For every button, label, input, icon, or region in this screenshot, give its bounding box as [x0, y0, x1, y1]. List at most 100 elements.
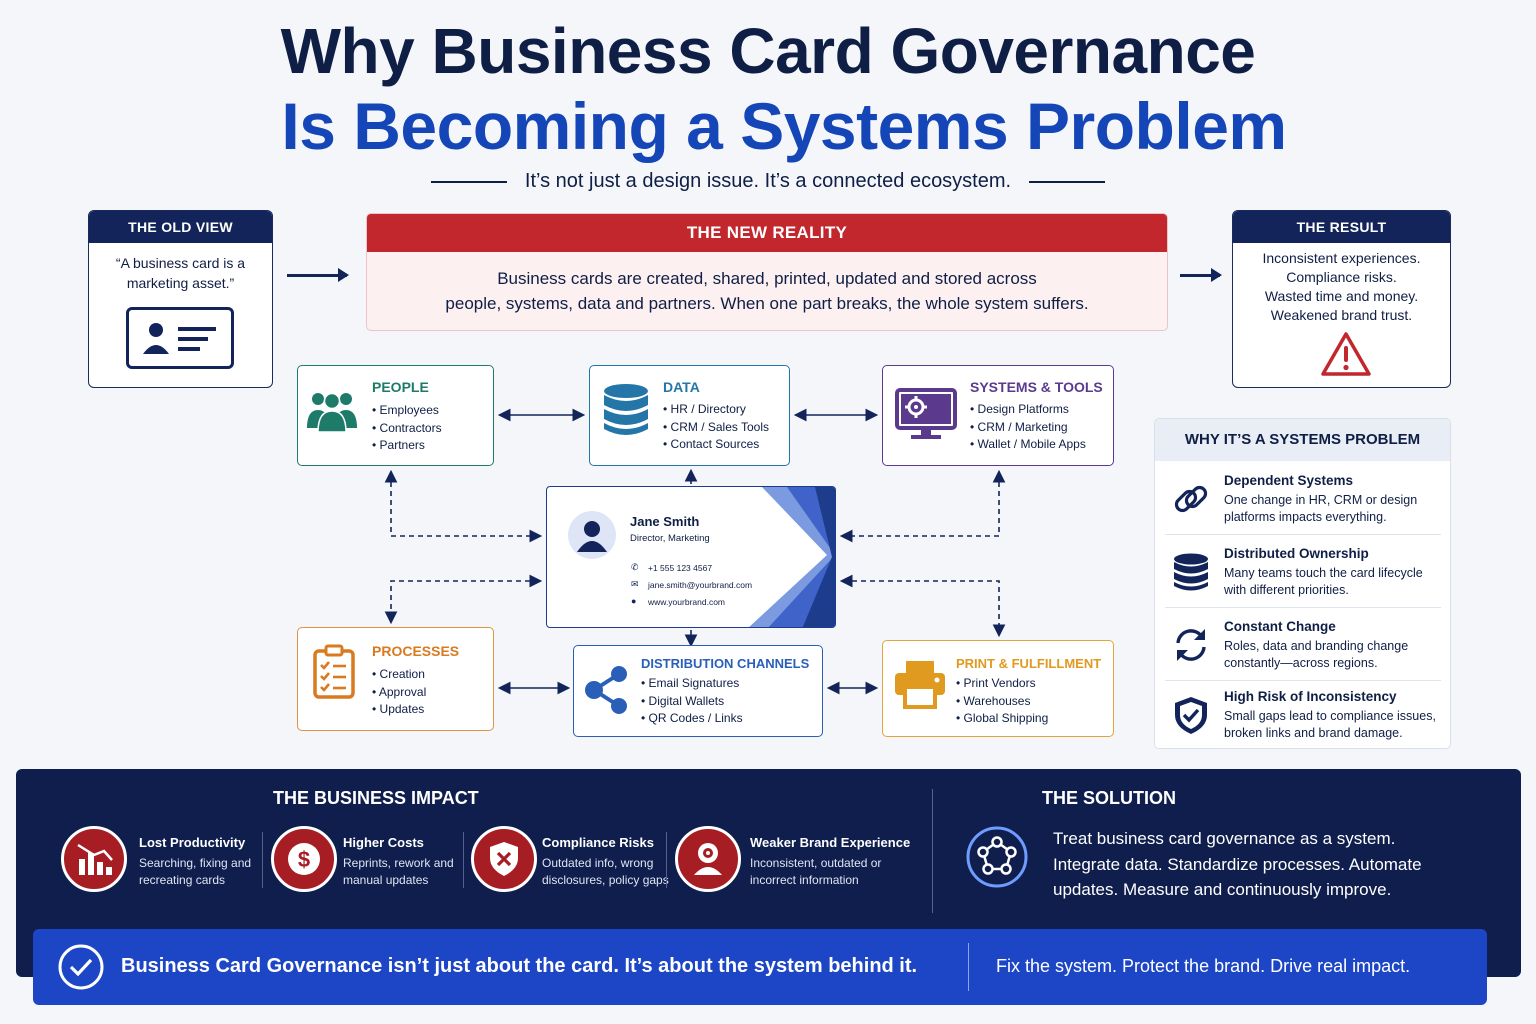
phone-icon: ✆ — [631, 562, 639, 572]
business-card: Jane Smith Director, Marketing ✆ +1 555 … — [546, 486, 836, 628]
list-item: Contact Sources — [663, 436, 769, 454]
list-item: HR / Directory — [663, 401, 769, 419]
why-item-desc-line: broken links and brand damage. — [1224, 726, 1403, 740]
impact-heading: THE BUSINESS IMPACT — [273, 788, 479, 808]
data-list: HR / Directory CRM / Sales Tools Contact… — [663, 401, 769, 454]
person-target-icon — [675, 826, 741, 892]
warning-icon — [1321, 332, 1371, 376]
list-item: Updates — [372, 701, 426, 719]
new-reality-line1: Business cards are created, shared, prin… — [497, 269, 1037, 288]
why-item-desc: Small gaps lead to compliance issues, br… — [1224, 708, 1449, 742]
why-systems-problem-panel: WHY IT’S A SYSTEMS PROBLEM Dependent Sys… — [1154, 418, 1451, 749]
panel-divider — [932, 789, 933, 913]
page-title-line2: Is Becoming a Systems Problem — [281, 89, 1287, 163]
arrow-new-to-result — [1180, 268, 1222, 282]
declining-chart-icon — [61, 826, 127, 892]
people-list: Employees Contractors Partners — [372, 402, 442, 455]
subtitle-rule-right — [1029, 180, 1106, 183]
new-reality-line2: people, systems, data and partners. When… — [445, 294, 1089, 313]
id-card-icon — [126, 307, 234, 369]
result-line: Weakened brand trust. — [1270, 307, 1413, 323]
impact-desc-line: manual updates — [343, 873, 429, 887]
impact-desc: Reprints, rework and manual updates — [343, 855, 454, 889]
database-icon — [604, 384, 648, 435]
new-reality-heading: THE NEW REALITY — [367, 214, 1167, 252]
impact-desc-line: recreating cards — [139, 873, 226, 887]
impact-title: Compliance Risks — [542, 835, 654, 850]
impact-desc: Outdated info, wrong disclosures, policy… — [542, 855, 669, 889]
page-title-line1: Why Business Card Governance — [280, 15, 1256, 87]
why-item-desc: One change in HR, CRM or design platform… — [1224, 492, 1449, 526]
list-item: Creation — [372, 666, 426, 684]
distribution-title: DISTRIBUTION CHANNELS — [641, 656, 810, 671]
why-item-title: Dependent Systems — [1224, 473, 1354, 488]
database-icon — [1174, 553, 1208, 591]
dollar-icon: $ — [271, 826, 337, 892]
banner-side-text: Fix the system. Protect the brand. Drive… — [996, 956, 1411, 976]
card-accent-shape — [749, 487, 835, 627]
systems-title: SYSTEMS & TOOLS — [970, 379, 1103, 395]
old-view-heading: THE OLD VIEW — [89, 211, 272, 243]
svg-text:$: $ — [298, 847, 310, 872]
impact-title: Lost Productivity — [139, 835, 246, 850]
list-item: CRM / Sales Tools — [663, 419, 769, 437]
solution-heading: THE SOLUTION — [1042, 788, 1176, 808]
impact-desc-line: Inconsistent, outdated or — [750, 856, 882, 870]
why-item-desc-line: Small gaps lead to compliance issues, — [1224, 709, 1436, 723]
why-item-constant-change: Constant Change Roles, data and branding… — [1155, 619, 1450, 692]
email-icon: ✉ — [631, 579, 639, 589]
monitor-gear-icon — [895, 388, 957, 439]
clipboard-checklist-icon — [313, 644, 355, 699]
data-title: DATA — [663, 379, 700, 395]
why-item-desc: Many teams touch the card lifecycle with… — [1224, 565, 1449, 599]
card-role: Director, Marketing — [630, 533, 710, 544]
result-line: Compliance risks. — [1286, 269, 1397, 285]
node-print-fulfillment: PRINT & FULFILLMENT Print Vendors Wareho… — [882, 640, 1114, 737]
impact-title: Weaker Brand Experience — [750, 835, 911, 850]
solution-line: updates. Measure and continuously improv… — [1053, 880, 1392, 899]
impact-desc-line: Searching, fixing and — [139, 856, 252, 870]
solution-line: Integrate data. Standardize processes. A… — [1053, 854, 1422, 874]
list-item: Email Signatures — [641, 675, 743, 693]
why-item-distributed-ownership: Distributed Ownership Many teams touch t… — [1155, 546, 1450, 619]
divider — [666, 832, 667, 888]
divider — [463, 832, 464, 888]
impact-desc: Searching, fixing and recreating cards — [139, 855, 251, 889]
subtitle-rule-left — [430, 180, 507, 183]
list-item: Approval — [372, 684, 426, 702]
arrow-old-to-new — [287, 268, 349, 282]
link-icon — [1174, 485, 1208, 513]
people-icon — [307, 392, 357, 433]
print-list: Print Vendors Warehouses Global Shipping — [956, 675, 1049, 728]
card-web: www.yourbrand.com — [648, 597, 726, 607]
why-item-title: High Risk of Inconsistency — [1224, 689, 1397, 704]
divider — [1165, 680, 1441, 681]
impact-desc-line: incorrect information — [750, 873, 859, 887]
list-item: QR Codes / Links — [641, 710, 743, 728]
result-line: Inconsistent experiences. — [1262, 250, 1421, 266]
old-view-quote: “A business card is a marketing asset.” — [89, 243, 272, 293]
impact-desc-line: Outdated info, wrong — [542, 856, 654, 870]
refresh-icon — [1176, 629, 1206, 661]
result-text: Inconsistent experiences. Compliance ris… — [1233, 243, 1450, 325]
systems-list: Design Platforms CRM / Marketing Wallet … — [970, 401, 1086, 454]
subtitle-row: It’s not just a design issue. It’s a con… — [0, 170, 1536, 193]
card-email: jane.smith@yourbrand.com — [648, 580, 753, 590]
shield-check-icon — [1175, 697, 1207, 734]
solution-text: Treat business card governance as a syst… — [1053, 826, 1493, 903]
old-view-quote-line1: “A business card is a — [115, 255, 246, 271]
impact-title: Higher Costs — [343, 835, 424, 850]
avatar — [568, 511, 616, 559]
list-item: Employees — [372, 402, 442, 420]
list-item: CRM / Marketing — [970, 419, 1086, 437]
why-item-desc-line: Roles, data and branding change — [1224, 639, 1409, 653]
why-item-desc-line: Many teams touch the card lifecycle — [1224, 566, 1423, 580]
distribution-list: Email Signatures Digital Wallets QR Code… — [641, 675, 743, 728]
impact-desc-line: Reprints, rework and — [343, 856, 454, 870]
shield-x-icon — [471, 826, 537, 892]
printer-icon — [895, 661, 945, 709]
list-item: Design Platforms — [970, 401, 1086, 419]
people-title: PEOPLE — [372, 379, 429, 395]
processes-title: PROCESSES — [372, 643, 460, 659]
